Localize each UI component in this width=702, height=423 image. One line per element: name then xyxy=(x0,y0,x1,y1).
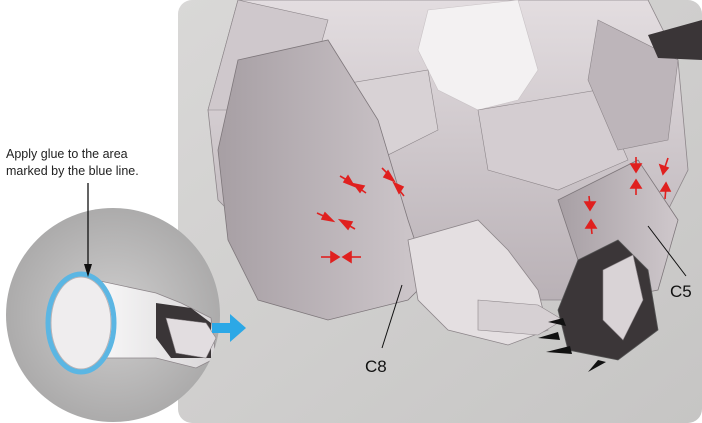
callout-c8: C8 xyxy=(365,357,387,377)
glue-instruction: Apply glue to the area marked by the blu… xyxy=(6,146,181,180)
glue-instruction-line2: marked by the blue line. xyxy=(6,163,181,180)
arrow-right-icon xyxy=(212,314,246,342)
inset-paw-closeup xyxy=(6,208,220,422)
papercraft-photo xyxy=(178,0,702,423)
glue-instruction-line1: Apply glue to the area xyxy=(6,146,181,163)
callout-c5: C5 xyxy=(670,282,692,302)
